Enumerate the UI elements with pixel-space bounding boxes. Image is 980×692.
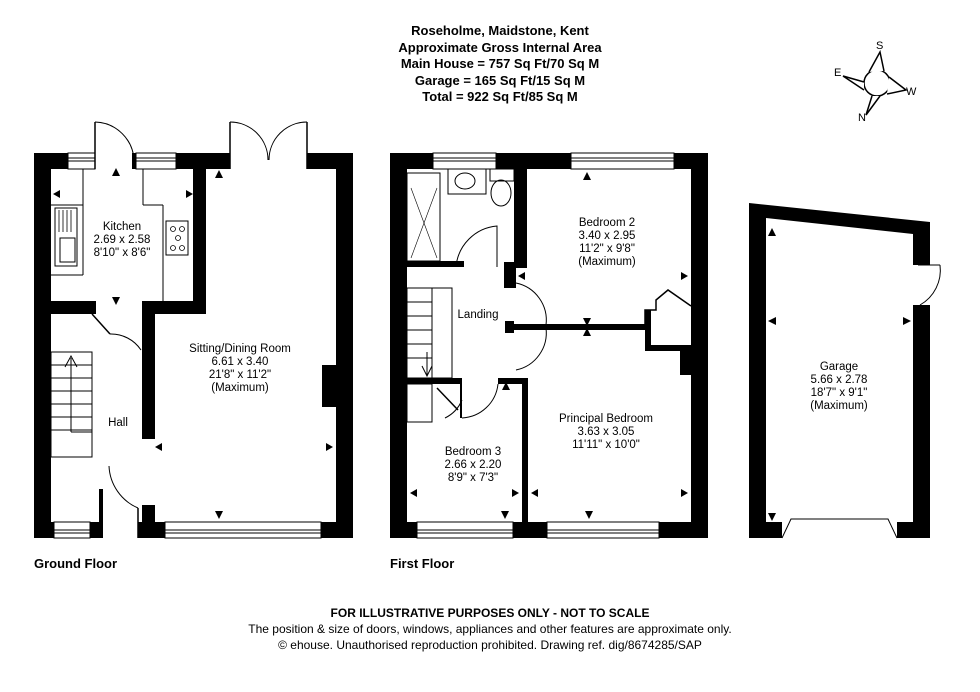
room-imperial: 8'9" x 7'3" bbox=[447, 472, 499, 484]
approximation-note: The position & size of doors, windows, a… bbox=[248, 622, 732, 636]
garage-area: Garage = 165 Sq Ft/15 Sq M bbox=[414, 72, 586, 88]
footer-notes: FOR ILLUSTRATIVE PURPOSES ONLY - NOT TO … bbox=[190, 605, 790, 653]
room-kitchen: Kitchen 2.69 x 2.58 8'10" x 8'6" bbox=[94, 221, 151, 260]
compass-icon bbox=[842, 49, 908, 116]
property-title: Roseholme, Maidstone, Kent bbox=[411, 23, 589, 38]
room-imperial: 8'10" x 8'6" bbox=[93, 247, 151, 259]
room-metric: 2.66 x 2.20 bbox=[444, 459, 502, 471]
room-imperial: 11'2" x 9'8" bbox=[579, 243, 635, 255]
compass-west-label: W bbox=[906, 86, 917, 98]
room-metric: 2.69 x 2.58 bbox=[93, 234, 151, 246]
room-metric: 6.61 x 3.40 bbox=[211, 356, 269, 368]
total-area: Total = 922 Sq Ft/85 Sq M bbox=[422, 89, 578, 104]
area-subtitle: Approximate Gross Internal Area bbox=[398, 39, 602, 55]
room-name: Bedroom 2 bbox=[578, 217, 636, 229]
room-note: (Maximum) bbox=[578, 256, 636, 268]
room-name: Landing bbox=[457, 309, 499, 321]
room-principal-bedroom: Principal Bedroom 3.63 x 3.05 11'11" x 1… bbox=[559, 413, 653, 452]
room-name: Sitting/Dining Room bbox=[189, 343, 291, 355]
room-name: Bedroom 3 bbox=[444, 446, 502, 458]
ground-floor-plan bbox=[34, 121, 353, 539]
room-name: Kitchen bbox=[102, 221, 142, 233]
room-metric: 3.40 x 2.95 bbox=[578, 230, 636, 242]
room-metric: 5.66 x 2.78 bbox=[810, 374, 868, 386]
ground-floor-label: Ground Floor bbox=[34, 556, 118, 571]
room-name: Principal Bedroom bbox=[559, 413, 653, 425]
compass-south-label: S bbox=[876, 40, 884, 52]
room-garage: Garage 5.66 x 2.78 18'7" x 9'1" (Maximum… bbox=[810, 361, 868, 413]
room-note: (Maximum) bbox=[810, 400, 868, 412]
room-name: Garage bbox=[819, 361, 859, 373]
garage-plan bbox=[749, 203, 941, 539]
copyright-note: © ehouse. Unauthorised reproduction proh… bbox=[278, 638, 702, 652]
room-imperial: 21'8" x 11'2" bbox=[208, 369, 272, 381]
compass-north-label: N bbox=[858, 112, 866, 124]
room-note: (Maximum) bbox=[211, 382, 269, 394]
room-imperial: 11'11" x 10'0" bbox=[572, 439, 640, 451]
room-bedroom-3: Bedroom 3 2.66 x 2.20 8'9" x 7'3" bbox=[445, 446, 502, 485]
area-summary: Roseholme, Maidstone, Kent Approximate G… bbox=[330, 23, 670, 106]
compass-east-label: E bbox=[834, 67, 842, 79]
room-landing: Landing bbox=[458, 309, 499, 322]
room-bedroom-2: Bedroom 2 3.40 x 2.95 11'2" x 9'8" (Maxi… bbox=[578, 217, 636, 269]
main-house-area: Main House = 757 Sq Ft/70 Sq M bbox=[400, 56, 600, 71]
disclaimer: FOR ILLUSTRATIVE PURPOSES ONLY - NOT TO … bbox=[330, 606, 650, 620]
room-imperial: 18'7" x 9'1" bbox=[810, 387, 868, 399]
room-sitting-dining: Sitting/Dining Room 6.61 x 3.40 21'8" x … bbox=[189, 343, 291, 395]
first-floor-plan bbox=[390, 152, 708, 539]
room-name: Hall bbox=[108, 417, 128, 429]
first-floor-label: First Floor bbox=[390, 556, 455, 571]
room-metric: 3.63 x 3.05 bbox=[577, 426, 635, 438]
room-hall: Hall bbox=[108, 417, 128, 430]
